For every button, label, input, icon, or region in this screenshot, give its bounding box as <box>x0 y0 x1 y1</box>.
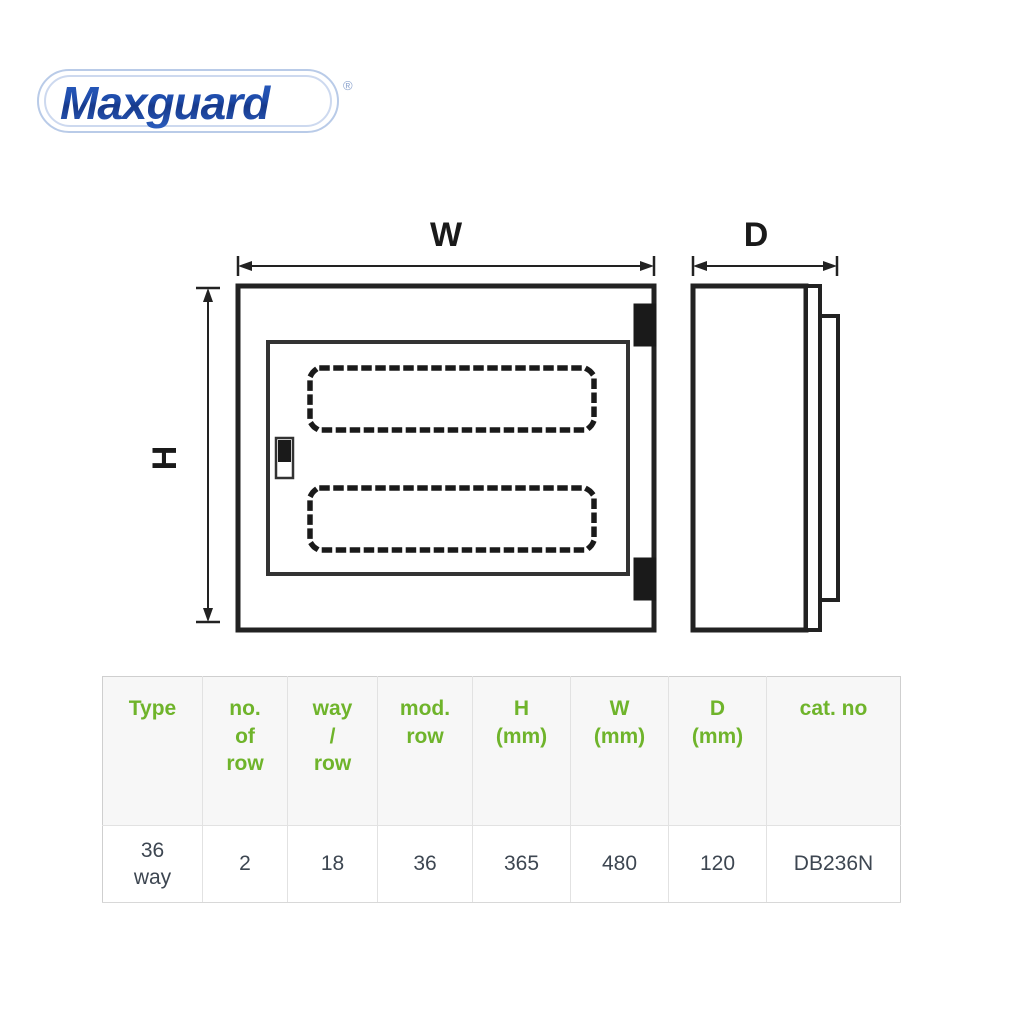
specification-table-container: Type no. of row way / row mod. row H <box>102 676 901 903</box>
cell-mod-row: 36 <box>377 825 473 903</box>
side-door-cover <box>818 314 840 602</box>
column-header-cat-no: cat. no <box>766 676 901 826</box>
header-line: row <box>226 752 264 776</box>
height-dimension-label: H <box>146 446 184 471</box>
logo-inner-border <box>44 75 332 127</box>
cell-type: 36 way <box>102 825 203 903</box>
specification-table: Type no. of row way / row mod. row H <box>102 676 901 903</box>
header-line: H <box>513 697 530 720</box>
door-hinge-top <box>633 303 657 347</box>
header-line: Type <box>128 697 177 720</box>
header-line: / <box>329 724 336 748</box>
enclosure-door-panel <box>266 340 630 576</box>
depth-arrow-right-icon <box>823 261 837 271</box>
width-dimension-label: W <box>430 216 463 254</box>
side-enclosure-body <box>690 283 809 633</box>
header-line: D <box>709 697 726 720</box>
table-row: 36 way 2 18 36 365 480 120 DB236N <box>102 825 901 903</box>
header-line: (mm) <box>495 724 548 748</box>
cell-h-mm: 365 <box>472 825 571 903</box>
cell-w-mm: 480 <box>570 825 669 903</box>
width-arrow-left-icon <box>238 261 252 271</box>
side-view-group: D <box>690 216 840 633</box>
column-header-type: Type <box>102 676 203 826</box>
height-arrow-top-icon <box>203 288 213 302</box>
header-line: (mm) <box>593 724 646 748</box>
header-line: mod. <box>399 697 451 720</box>
header-line: no. <box>229 697 261 720</box>
cell-way-per-row: 18 <box>287 825 378 903</box>
logo-wordmark: Maxguard <box>60 77 271 129</box>
column-header-no-of-row: no. of row <box>202 676 288 826</box>
door-latch-knob <box>278 440 291 462</box>
header-line: (mm) <box>691 724 744 748</box>
depth-arrow-left-icon <box>693 261 707 271</box>
width-arrow-right-icon <box>640 261 654 271</box>
table-header-row: Type no. of row way / row mod. row H <box>102 676 901 826</box>
door-latch <box>274 436 295 480</box>
brand-logo: Maxguard ® <box>36 64 356 142</box>
side-door-leaf <box>804 284 822 632</box>
header-line: W <box>609 697 630 720</box>
drawing-canvas: W H <box>146 216 840 633</box>
column-header-w-mm: W (mm) <box>570 676 669 826</box>
product-dimension-drawing: W H <box>0 200 1024 660</box>
din-rail-slot-row-1 <box>307 365 597 433</box>
cell-no-of-row: 2 <box>202 825 288 903</box>
header-line: row <box>406 724 444 748</box>
column-header-mod-row: mod. row <box>377 676 473 826</box>
header-line: of <box>235 724 255 748</box>
column-header-h-mm: H (mm) <box>472 676 571 826</box>
registered-trademark-icon: ® <box>343 78 353 93</box>
maxguard-logo-graphic: Maxguard ® <box>37 69 353 133</box>
front-view-group: W H <box>146 216 657 633</box>
din-rail-slot-row-2 <box>307 485 597 553</box>
cell-line: 36 <box>140 838 165 862</box>
depth-dimension-label: D <box>744 216 769 254</box>
header-line: row <box>313 752 352 776</box>
column-header-d-mm: D (mm) <box>668 676 767 826</box>
header-line: cat. no <box>799 697 868 720</box>
cell-cat-no: DB236N <box>766 825 901 903</box>
cell-d-mm: 120 <box>668 825 767 903</box>
height-arrow-bottom-icon <box>203 608 213 622</box>
door-hinge-bottom <box>633 557 657 601</box>
header-line: way <box>312 697 353 720</box>
cell-line: way <box>133 866 172 889</box>
column-header-way-per-row: way / row <box>287 676 378 826</box>
